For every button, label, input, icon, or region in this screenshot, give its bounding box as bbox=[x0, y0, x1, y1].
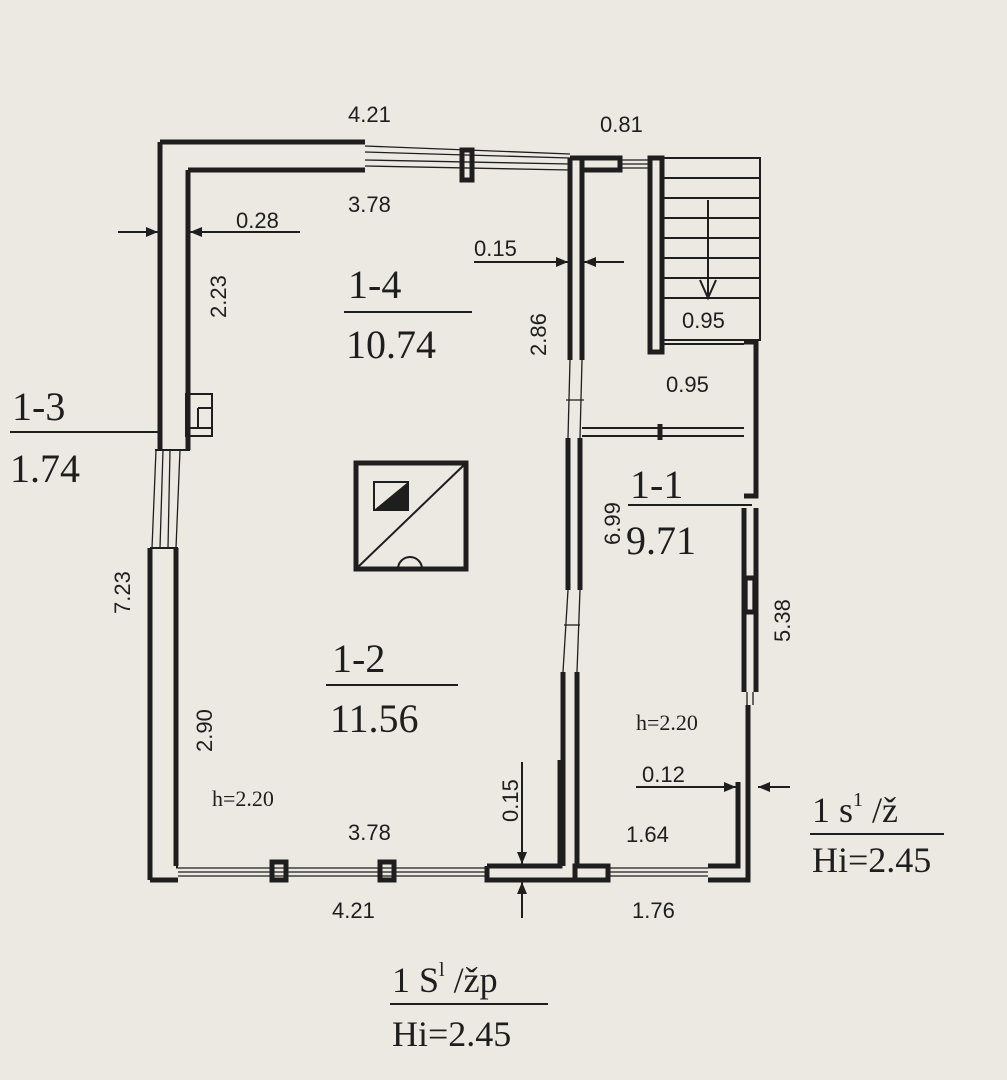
stair-arrow-head bbox=[699, 279, 717, 301]
chimney-stove bbox=[353, 460, 469, 572]
outer-wall-bottom-right bbox=[708, 705, 751, 883]
height-labels: h=2.20 h=2.20 bbox=[212, 710, 698, 811]
window-bottom-left bbox=[178, 859, 487, 883]
dimension-labels: 4.21 3.78 0.81 0.28 2.23 0.15 2.86 0.95 … bbox=[110, 102, 795, 923]
dimension-lines bbox=[10, 227, 790, 918]
room-area-1-4: 10.74 bbox=[346, 322, 436, 367]
dim-stair-width: 0.81 bbox=[600, 112, 643, 137]
floor-mark-side: 1 s1 /ž Hi=2.45 bbox=[810, 789, 944, 880]
room-id-1-4: 1-4 bbox=[348, 262, 401, 307]
staircase bbox=[661, 157, 761, 345]
dim-bottom-inner-left: 3.78 bbox=[348, 820, 391, 845]
dim-partition-mid: 6.99 bbox=[600, 502, 625, 545]
dim-partition-top: 0.15 bbox=[474, 236, 517, 261]
floor-mark-side-height: Hi=2.45 bbox=[812, 840, 931, 880]
room-id-1-2: 1-2 bbox=[332, 636, 385, 681]
outlet-symbol bbox=[185, 393, 213, 437]
window-bottom-right bbox=[572, 863, 708, 883]
stove-door-arc bbox=[397, 556, 423, 570]
dim-bottom-outer-left: 4.21 bbox=[332, 898, 375, 923]
dim-room14-depth: 2.23 bbox=[206, 275, 231, 318]
dim-bottom-outer-right: 1.76 bbox=[632, 898, 675, 923]
room-area-1-3: 1.74 bbox=[10, 446, 80, 491]
windows bbox=[151, 145, 759, 883]
corridor-top bbox=[570, 155, 623, 173]
stair-wall-left bbox=[647, 155, 665, 355]
dim-left-wall: 0.28 bbox=[236, 208, 279, 233]
room-area-1-1: 9.71 bbox=[626, 518, 696, 563]
right-wall-upper bbox=[744, 339, 759, 499]
height-room-1-1: h=2.20 bbox=[636, 710, 698, 735]
dim-partition-bottom: 0.15 bbox=[498, 779, 523, 822]
dim-right-total: 5.38 bbox=[770, 599, 795, 642]
dim-top-outer: 4.21 bbox=[348, 102, 391, 127]
dim-corridor-length: 2.86 bbox=[526, 313, 551, 356]
floor-mark-main-height: Hi=2.45 bbox=[392, 1014, 511, 1054]
dim-top-inner: 3.78 bbox=[348, 192, 391, 217]
window-left bbox=[151, 449, 181, 549]
stair-treads bbox=[662, 177, 760, 299]
floor-mark-main-label: 1 Sl /žp bbox=[392, 959, 498, 1000]
floor-mark-main: 1 Sl /žp Hi=2.45 bbox=[390, 959, 548, 1054]
height-room-1-2: h=2.20 bbox=[212, 786, 274, 811]
floor-mark-side-label: 1 s1 /ž bbox=[812, 789, 898, 830]
walls bbox=[147, 139, 759, 883]
room-labels: 1-4 10.74 1-3 1.74 1-2 11.56 1-1 9.71 bbox=[10, 262, 696, 741]
room-area-1-2: 11.56 bbox=[330, 696, 419, 741]
window-right bbox=[741, 575, 759, 705]
stove-outline bbox=[353, 460, 469, 572]
room-id-1-1: 1-1 bbox=[630, 462, 683, 507]
window-top bbox=[364, 145, 571, 183]
door-openings bbox=[562, 359, 584, 673]
room-1-4: 1-4 10.74 bbox=[344, 262, 472, 367]
dim-landing-1: 0.95 bbox=[682, 308, 725, 333]
room-1-1: 1-1 9.71 bbox=[626, 462, 696, 563]
room-1-3: 1-3 1.74 bbox=[10, 384, 80, 491]
dim-landing-2: 0.95 bbox=[666, 372, 709, 397]
dim-right-wall: 0.12 bbox=[642, 762, 685, 787]
dim-room12-depth: 2.90 bbox=[192, 709, 217, 752]
room-1-2: 1-2 11.56 bbox=[326, 636, 458, 741]
room-id-1-3: 1-3 bbox=[12, 384, 65, 429]
dim-left-total: 7.23 bbox=[110, 571, 135, 614]
dim-bottom-inner-right: 1.64 bbox=[626, 822, 669, 847]
window-corridor bbox=[620, 159, 650, 169]
